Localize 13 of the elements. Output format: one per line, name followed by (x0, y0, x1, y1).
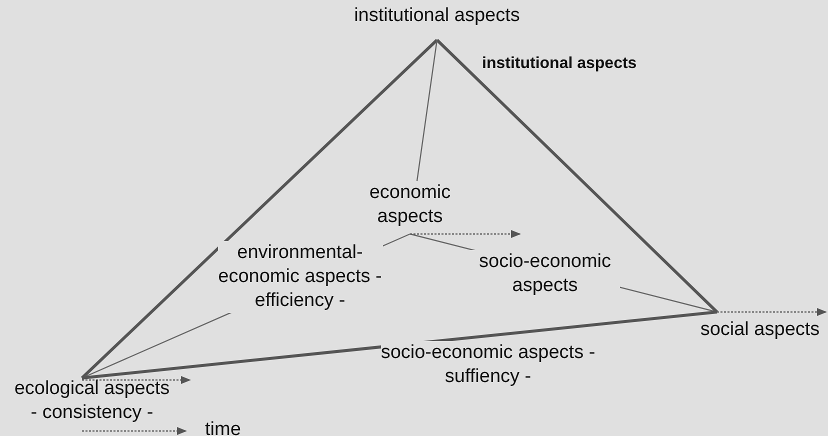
vertex-label: ecological aspects - consistency - (10, 377, 174, 425)
edge-label: socio-economic aspects (470, 250, 620, 298)
face-label: institutional aspects (482, 54, 637, 74)
edge-label: socio-economic aspects - suffiency - (380, 341, 596, 389)
connector-line (436, 38, 718, 314)
vertex-label: social aspects (690, 318, 828, 342)
connector-line (416, 40, 438, 182)
vertex-label: institutional aspects (327, 4, 547, 28)
legend-text: time (205, 418, 241, 436)
connector-line (82, 310, 718, 380)
connector-line (80, 38, 438, 380)
edge-label: environmental- economic aspects - efficiency - (218, 241, 382, 313)
vertex-label: economic aspects (355, 181, 465, 229)
